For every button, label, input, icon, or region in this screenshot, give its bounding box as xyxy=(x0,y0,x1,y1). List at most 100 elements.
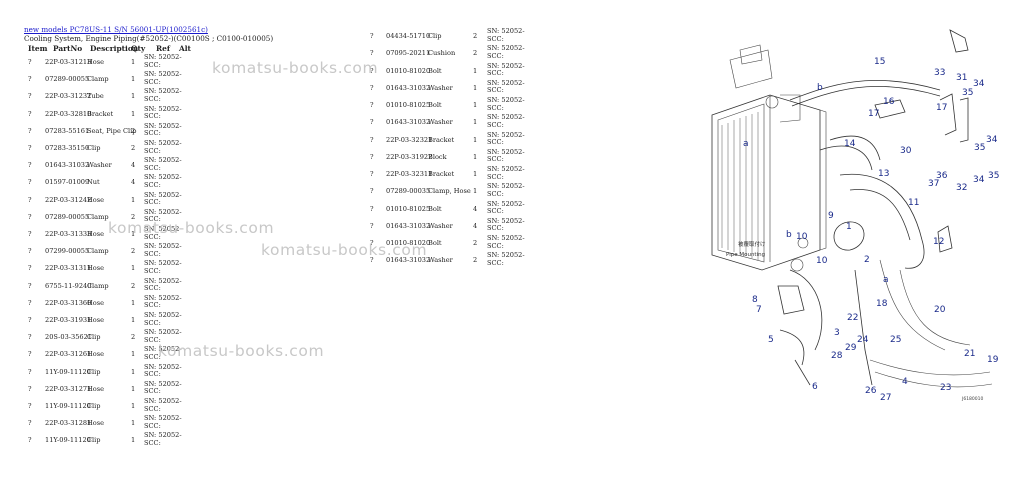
col-ref: Ref xyxy=(156,44,171,53)
part-description: Clamp xyxy=(87,281,109,290)
part-ref: SN: 52052-SCC: xyxy=(487,251,525,267)
figure-code: J6180010 xyxy=(961,396,984,402)
callout-label: 34 xyxy=(973,79,985,89)
part-item: ? xyxy=(28,126,32,135)
part-ref: SN: 52052-SCC: xyxy=(487,130,525,147)
part-number: 20S-03-35621 xyxy=(45,333,92,342)
part-ref: SN: 52052-SCC: xyxy=(144,173,182,189)
part-ref: SN: 52052-SCC: xyxy=(144,397,182,413)
part-description: Hose xyxy=(87,264,105,273)
callout-label: 10 xyxy=(816,256,828,266)
part-ref: SN: 52052-SCC: xyxy=(144,276,182,293)
part-qty: 1 xyxy=(131,350,136,359)
part-item: ? xyxy=(370,83,374,92)
part-qty: 2 xyxy=(131,126,136,135)
part-ref: SN: 52052-SCC: xyxy=(144,379,182,396)
part-ref: SN: 52052-SCC: xyxy=(144,311,182,327)
diagram-caption: 被覆取付け Pipe Mounting J6180010 xyxy=(726,240,984,402)
caption-jp: 被覆取付け xyxy=(738,240,766,248)
callout-label: 1 xyxy=(846,222,852,232)
callout-label: 31 xyxy=(956,73,967,83)
part-qty: 2 xyxy=(473,239,478,247)
model-link[interactable]: new models PC78US-11 S/N 56001-UP(100256… xyxy=(24,25,208,34)
part-item: ? xyxy=(28,333,32,342)
part-description: Clamp xyxy=(87,212,109,221)
part-qty: 1 xyxy=(131,264,136,273)
part-qty: 2 xyxy=(131,281,136,290)
callout-label: 27 xyxy=(880,393,891,403)
part-number: 6755-11-9240 xyxy=(45,281,92,290)
callout-label: 22 xyxy=(847,313,858,323)
part-number: 22P-03-31281 xyxy=(45,419,92,428)
part-item: ? xyxy=(28,75,32,84)
part-item: ? xyxy=(370,49,374,58)
part-number: 07299-00055 xyxy=(45,247,90,256)
callout-label: 35 xyxy=(988,171,999,181)
part-item: ? xyxy=(370,256,374,265)
part-ref: SN: 52052-SCC: xyxy=(144,242,182,258)
part-qty: 1 xyxy=(131,230,136,238)
part-qty: 1 xyxy=(131,384,136,393)
watermark: komatsu-books.com xyxy=(261,241,428,259)
part-number: 01010-81020 xyxy=(386,239,431,247)
section-subtitle: Cooling System, Engine Piping(#52052-)(C… xyxy=(24,34,274,43)
callout-label: 5 xyxy=(768,335,774,345)
part-number: 22P-03-32810 xyxy=(45,109,92,118)
part-ref: SN: 52052-SCC: xyxy=(144,70,182,86)
part-item: ? xyxy=(28,298,32,307)
part-ref: SN: 52052-SCC: xyxy=(144,190,182,207)
page-header: new models PC78US-11 S/N 56001-UP(100256… xyxy=(24,25,273,43)
part-item: ? xyxy=(370,170,374,178)
part-description: Washer xyxy=(428,221,453,230)
part-qty: 1 xyxy=(131,58,136,66)
part-description: Block xyxy=(428,152,447,161)
part-item: ? xyxy=(28,281,32,290)
part-number: 01643-31032 xyxy=(386,221,431,230)
part-qty: 1 xyxy=(131,195,136,204)
callout-label: 2 xyxy=(864,255,870,265)
callout-label: 15 xyxy=(874,57,885,67)
part-number: 07289-00055 xyxy=(45,212,90,221)
part-item: ? xyxy=(28,247,32,256)
part-item: ? xyxy=(28,367,32,376)
part-item: ? xyxy=(28,230,32,238)
part-number: 22P-03-31311 xyxy=(45,264,92,273)
part-qty: 1 xyxy=(473,152,478,161)
part-description: Clamp xyxy=(87,75,109,84)
part-description: Washer xyxy=(428,83,453,92)
part-description: Washer xyxy=(428,118,453,127)
callout-label: 24 xyxy=(857,335,869,345)
callout-label: 35 xyxy=(962,88,973,98)
part-item: ? xyxy=(28,178,32,187)
col-item: Item xyxy=(28,44,48,53)
part-ref: SN: 52052-SCC: xyxy=(144,414,182,430)
part-description: Clip xyxy=(87,402,101,410)
part-number: 22P-03-32311 xyxy=(386,170,433,178)
part-description: Hose xyxy=(87,298,105,307)
part-qty: 1 xyxy=(473,118,478,127)
part-number: 22P-03-31931 xyxy=(45,316,92,324)
part-item: ? xyxy=(370,204,374,213)
part-ref: SN: 52052-SCC: xyxy=(487,44,525,60)
part-qty: 2 xyxy=(473,32,478,40)
part-ref: SN: 52052-SCC: xyxy=(144,207,182,224)
callout-label: 9 xyxy=(828,211,834,221)
part-ref: SN: 52052-SCC: xyxy=(487,165,525,181)
part-ref: SN: 52052-SCC: xyxy=(144,53,182,69)
part-ref: SN: 52052-SCC: xyxy=(144,328,182,344)
part-description: Bolt xyxy=(428,239,442,247)
part-ref: SN: 52052-SCC: xyxy=(144,104,182,121)
part-ref: SN: 52052-SCC: xyxy=(487,199,525,216)
callout-label: 16 xyxy=(883,97,895,107)
part-qty: 1 xyxy=(473,83,478,92)
part-item: ? xyxy=(28,402,32,410)
part-description: Clip xyxy=(87,367,101,376)
callout-label: 25 xyxy=(890,335,901,345)
caption-en: Pipe Mounting xyxy=(726,252,765,258)
part-description: Clip xyxy=(87,333,101,342)
part-description: Hose xyxy=(87,316,105,324)
part-item: ? xyxy=(370,101,374,109)
callout-label: 26 xyxy=(865,386,877,396)
part-ref: SN: 52052-SCC: xyxy=(144,362,182,379)
